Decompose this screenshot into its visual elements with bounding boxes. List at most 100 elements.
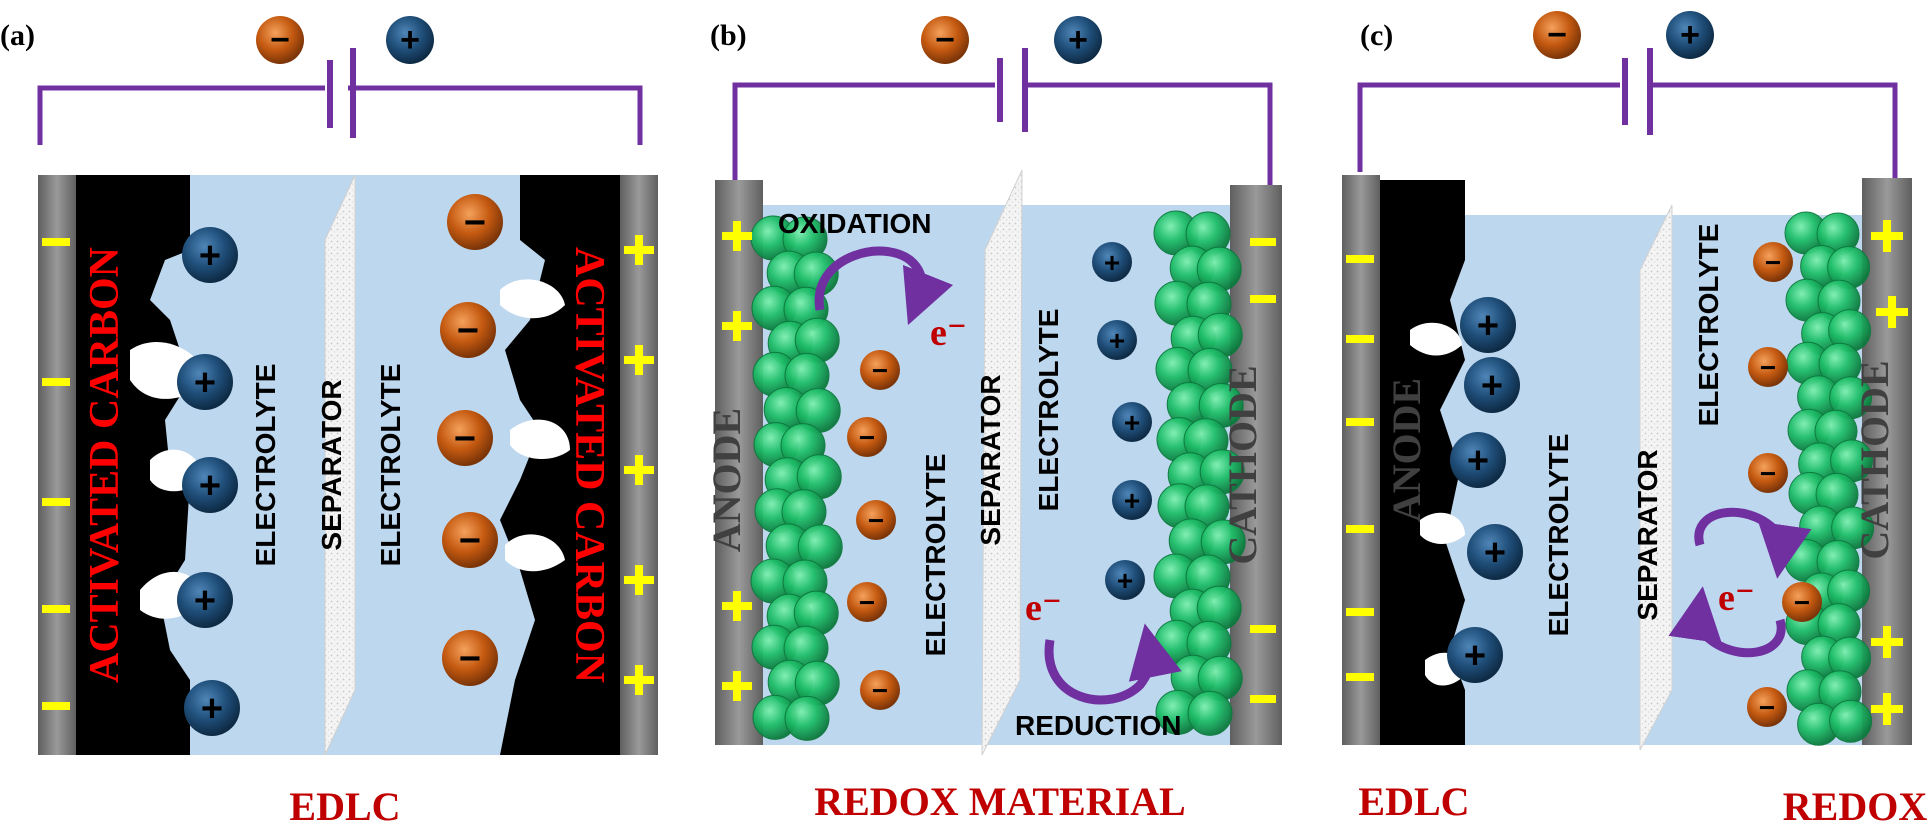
svg-text:+: + xyxy=(1481,365,1503,407)
electrolyte-cations: + + + + + xyxy=(1092,242,1152,600)
svg-text:+: + xyxy=(199,465,221,507)
left-electrolyte-label: ELECTROLYTE xyxy=(250,364,281,567)
anion: − xyxy=(860,350,900,390)
cation: + xyxy=(1460,297,1516,353)
svg-text:+: + xyxy=(1124,407,1140,438)
carbon-pore xyxy=(1410,322,1462,356)
oxidation-label: OXIDATION xyxy=(778,208,931,239)
reduction-label: REDUCTION xyxy=(1015,710,1181,741)
panel-c-hybrid: (c) − + ANODE CATHODE SEPARATOR ELECTROL… xyxy=(1342,11,1927,829)
battery-minus-ion: − xyxy=(1533,11,1581,59)
anode-collector xyxy=(1342,175,1380,745)
svg-text:+: + xyxy=(400,21,420,59)
cation: + xyxy=(1447,627,1503,683)
cathode-label: CATHODE xyxy=(1220,365,1265,564)
cation: + xyxy=(1097,320,1137,360)
separator xyxy=(981,169,1023,756)
right-electrolyte-label: ELECTROLYTE xyxy=(1693,224,1724,427)
anode-redox-layer xyxy=(750,215,843,741)
svg-text:+: + xyxy=(1117,565,1133,596)
battery-plus-ion: + xyxy=(1666,11,1714,59)
anion: − xyxy=(1782,582,1822,622)
anion: − xyxy=(1753,242,1793,282)
svg-text:−: − xyxy=(935,21,955,59)
carbon-pore xyxy=(505,534,565,572)
panel-label: (a) xyxy=(0,19,35,52)
cation: + xyxy=(182,457,238,513)
battery-plus-ion: + xyxy=(386,16,434,64)
cation: + xyxy=(1092,242,1132,282)
svg-text:−: − xyxy=(872,675,888,706)
anode-activated-carbon xyxy=(1380,180,1465,745)
right-activated-carbon xyxy=(500,175,620,755)
panel-label: (b) xyxy=(710,19,747,52)
adsorbed-anions: − − − − − xyxy=(1747,242,1822,727)
svg-text:+: + xyxy=(201,688,223,730)
panel-label: (c) xyxy=(1360,19,1393,52)
anion: − xyxy=(1747,687,1787,727)
svg-text:−: − xyxy=(1765,247,1781,278)
svg-text:−: − xyxy=(464,202,486,244)
svg-text:−: − xyxy=(859,587,875,618)
circuit-wire xyxy=(1357,48,1898,178)
cathode-label: CATHODE xyxy=(1852,360,1897,559)
anion: − xyxy=(447,194,503,250)
svg-text:−: − xyxy=(859,422,875,453)
cation: + xyxy=(1467,524,1523,580)
reduction-arrow xyxy=(1044,623,1182,705)
cation: + xyxy=(1464,357,1520,413)
cathode-redox-layer xyxy=(1153,210,1246,736)
panel-caption: REDOX MATERIAL xyxy=(814,779,1186,824)
svg-text:−: − xyxy=(459,520,481,562)
cation: + xyxy=(177,354,233,410)
cation: + xyxy=(1105,560,1145,600)
anode-label: ANODE xyxy=(704,408,749,552)
left-electrode-label: ACTIVATED CARBON xyxy=(82,247,128,683)
redox-arrow-upper xyxy=(1694,507,1812,579)
cathode-charge-marks xyxy=(1871,220,1908,725)
battery-plus-ion: + xyxy=(1054,16,1102,64)
cation: + xyxy=(177,572,233,628)
svg-text:+: + xyxy=(199,235,221,277)
anode-label: ANODE xyxy=(1384,378,1429,522)
anion: − xyxy=(847,417,887,457)
left-charge-marks xyxy=(42,238,70,710)
cation: + xyxy=(1450,432,1506,488)
cation: + xyxy=(182,227,238,283)
svg-text:+: + xyxy=(1104,247,1120,278)
electrolyte-anions: − − − − − xyxy=(847,350,900,710)
left-electrolyte-label: ELECTROLYTE xyxy=(920,454,951,657)
svg-text:−: − xyxy=(1760,352,1776,383)
adsorbed-cations: + + + + + xyxy=(1447,297,1523,683)
separator-label: SEPARATOR xyxy=(1632,449,1663,620)
svg-text:−: − xyxy=(1759,692,1775,723)
right-electrolyte-label: ELECTROLYTE xyxy=(375,364,406,567)
svg-text:+: + xyxy=(1467,440,1489,482)
svg-text:−: − xyxy=(1760,458,1776,489)
carbon-pore xyxy=(500,279,565,319)
adsorbed-anions: − − − − − xyxy=(437,194,503,686)
cation: + xyxy=(1112,480,1152,520)
panel-a-edlc: (a) − + ACTIVATED CARBON xyxy=(0,16,658,829)
anion: − xyxy=(442,512,498,568)
svg-text:−: − xyxy=(872,355,888,386)
svg-text:−: − xyxy=(868,505,884,536)
svg-text:+: + xyxy=(1464,635,1486,677)
svg-text:+: + xyxy=(194,580,216,622)
battery-minus-ion: − xyxy=(921,16,969,64)
adsorbed-cations: + + + + + xyxy=(177,227,240,736)
cation: + xyxy=(1112,402,1152,442)
separator xyxy=(1639,204,1673,751)
redox-arrow-lower xyxy=(1668,586,1786,658)
electron-label: e⁻ xyxy=(1718,577,1755,619)
anion: − xyxy=(860,670,900,710)
svg-text:−: − xyxy=(270,21,290,59)
separator-label: SEPARATOR xyxy=(316,379,347,550)
circuit-wire xyxy=(37,48,643,145)
battery-minus-ion: − xyxy=(256,16,304,64)
carbon-pore xyxy=(510,419,570,460)
panel-caption: EDLC xyxy=(289,784,400,829)
anode-charge-marks xyxy=(1346,255,1374,681)
svg-text:+: + xyxy=(1477,305,1499,347)
